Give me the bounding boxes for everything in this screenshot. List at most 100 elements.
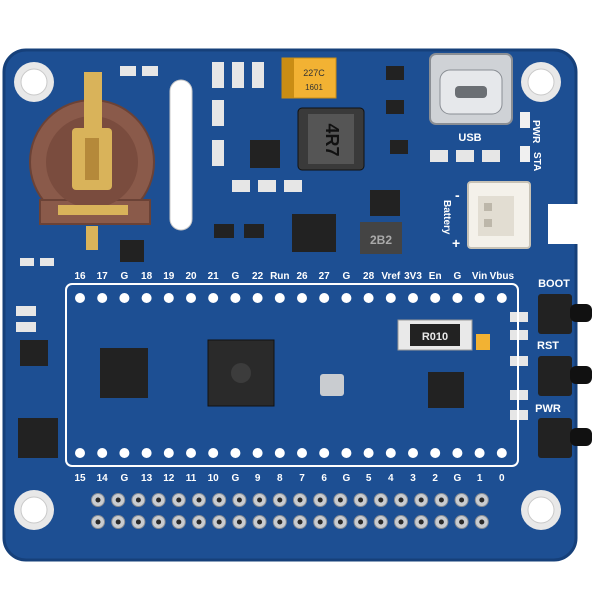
top-pin-label: 26 [296, 271, 308, 282]
header-pin-hole [337, 519, 343, 525]
bottom-pin-label: 15 [74, 473, 86, 484]
pin-hole [496, 293, 507, 303]
header-pin-hole [236, 497, 242, 503]
header-pin-hole [176, 497, 182, 503]
top-pin-label: Run [270, 271, 289, 282]
pin-hole [208, 293, 219, 303]
header-pin-hole [277, 497, 283, 503]
pin-hole [163, 448, 174, 458]
pin-hole [119, 448, 130, 458]
boot-button[interactable]: BOOT [538, 278, 592, 334]
shunt-resistor: R010 [397, 319, 490, 351]
pin-hole [452, 293, 463, 303]
top-pin-label: 28 [363, 271, 375, 282]
header-pin-hole [398, 497, 404, 503]
chip [120, 240, 144, 262]
pwr-button[interactable]: PWR [535, 403, 592, 458]
pin-hole [230, 293, 241, 303]
pin-hole [297, 448, 307, 458]
header-pin-hole [317, 497, 323, 503]
bottom-pin-label: G [343, 473, 351, 484]
header-pin-hole [438, 497, 444, 503]
header-pin-hole [277, 519, 283, 525]
battery-connector-icon[interactable] [467, 181, 531, 249]
header-pin-hole [156, 497, 162, 503]
pin-hole [341, 448, 352, 458]
pin-hole [297, 293, 307, 303]
top-pin-label: Vbus [490, 271, 515, 282]
bottom-pin-label: 2 [432, 473, 438, 484]
pin-hole [474, 293, 485, 303]
header-pin-hole [438, 519, 444, 525]
header-pin-hole [115, 519, 121, 525]
pin-hole [385, 448, 396, 458]
board-slot [169, 79, 193, 231]
top-pin-label: G [121, 271, 129, 282]
header-pin-hole [95, 519, 101, 525]
pin-hole [363, 448, 374, 458]
pin-hole [186, 448, 196, 458]
small-chip: 2B2 [360, 222, 402, 254]
mounting-hole-icon [14, 62, 54, 102]
bottom-pin-label: 6 [321, 473, 327, 484]
header-pin-hole [358, 519, 364, 525]
pin-hole [186, 293, 196, 303]
transistors [214, 66, 408, 238]
pin-hole [319, 448, 330, 458]
bottom-pin-label: 10 [208, 473, 220, 484]
header-pin-hole [236, 519, 242, 525]
battery-plus: + [452, 235, 460, 251]
top-pin-label: G [343, 271, 351, 282]
rst-button[interactable]: RST [537, 340, 592, 396]
top-pin-label: En [429, 271, 442, 282]
mounting-hole-icon [521, 62, 561, 102]
pin-hole [274, 293, 285, 303]
header-pin-hole [257, 519, 263, 525]
header-pin-hole [358, 497, 364, 503]
battery-minus: - [455, 187, 460, 203]
board-notch [548, 204, 578, 244]
pin-hole [496, 448, 507, 458]
pin-hole [119, 293, 130, 303]
top-pin-label: 21 [208, 271, 220, 282]
top-pin-label: Vref [381, 271, 401, 282]
pin-hole [474, 448, 485, 458]
sta-led-label: STA [531, 152, 542, 171]
header-pin-hole [257, 497, 263, 503]
top-pin-label: 19 [163, 271, 175, 282]
header-pin-hole [398, 519, 404, 525]
header-pin-hole [297, 497, 303, 503]
header-pin-hole [216, 497, 222, 503]
top-pin-label: G [454, 271, 462, 282]
pwr-button-label: PWR [535, 403, 561, 415]
top-pin-label: G [232, 271, 240, 282]
header-pin-hole [479, 497, 485, 503]
pin-hole [75, 448, 85, 458]
header-pin-hole [95, 497, 101, 503]
boot-button-label: BOOT [538, 278, 570, 290]
sta-led [520, 146, 530, 162]
top-pin-label: Vin [472, 271, 487, 282]
inductor-marking: 4R7 [322, 123, 342, 156]
cap-bottom-marking: 1601 [305, 83, 323, 92]
power-chip [428, 372, 464, 408]
inductor: 4R7 [297, 107, 365, 171]
top-pin-row [75, 293, 507, 303]
flash-chip [100, 348, 148, 398]
top-pin-label: 27 [319, 271, 331, 282]
pin-hole [163, 293, 174, 303]
pin-hole [430, 293, 441, 303]
shunt-marking: R010 [422, 331, 448, 343]
header-pin-hole [459, 519, 465, 525]
usb-c-connector-icon[interactable] [429, 53, 513, 125]
chip [20, 340, 48, 366]
pin-hole [408, 293, 418, 303]
pwr-led [520, 112, 530, 128]
bottom-pin-label: 0 [499, 473, 505, 484]
header-pin-hole [378, 497, 384, 503]
pin-hole [252, 293, 263, 303]
